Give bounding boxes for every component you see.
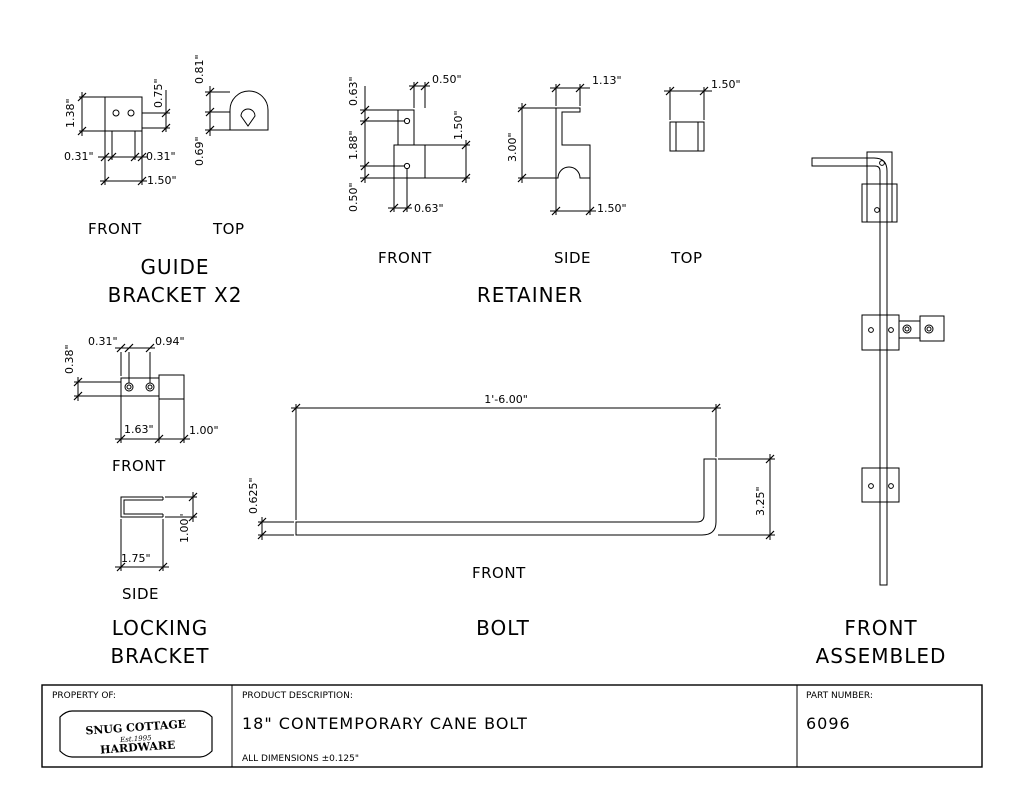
part-title: RETAINER bbox=[477, 283, 583, 307]
dim-label: 0.625" bbox=[247, 477, 260, 514]
dim-label: 1.00" bbox=[189, 424, 219, 437]
dim-label: 1.50" bbox=[147, 174, 177, 187]
dim-label: 0.94" bbox=[155, 335, 185, 348]
locking-bracket-side-view bbox=[120, 496, 163, 518]
guide-bracket-front-view bbox=[104, 96, 143, 132]
view-label: FRONT bbox=[472, 564, 526, 582]
view-label: TOP bbox=[212, 220, 245, 238]
dim-label: 1.00" bbox=[178, 513, 191, 543]
part-title: ASSEMBLED bbox=[816, 644, 947, 668]
locking-bracket-group bbox=[73, 343, 198, 572]
assembled-text: FRONT ASSEMBLED bbox=[816, 616, 947, 668]
dim-label: 0.31" bbox=[146, 150, 176, 163]
svg-text:HARDWARE: HARDWARE bbox=[100, 738, 176, 756]
company-logo-lettering: SNUG COTTAGE Est.1995 HARDWARE bbox=[85, 718, 187, 757]
dim-label: 1'-6.00" bbox=[484, 393, 528, 406]
dim-label: 3.25" bbox=[754, 486, 767, 516]
view-label: SIDE bbox=[122, 585, 159, 603]
view-label: FRONT bbox=[378, 249, 432, 267]
dim-label: 1.50" bbox=[452, 110, 465, 140]
dim-label: 3.00" bbox=[506, 132, 519, 162]
retainer-front-view bbox=[393, 109, 426, 179]
part-title: BOLT bbox=[476, 616, 530, 640]
title-block bbox=[41, 684, 983, 768]
dim-label: 0.31" bbox=[88, 335, 118, 348]
bolt-text: 1'-6.00" 3.25" 0.625" FRONT BOLT bbox=[247, 393, 767, 640]
dim-label: 0.50" bbox=[432, 73, 462, 86]
dim-label: 1.63" bbox=[124, 423, 154, 436]
dim-label: 1.13" bbox=[592, 74, 622, 87]
part-title: FRONT bbox=[844, 616, 917, 640]
dim-label: 0.31" bbox=[64, 150, 94, 163]
view-label: FRONT bbox=[112, 457, 166, 475]
retainer-text: 0.63" 0.50" 1.88" 1.50" 0.50" 0.63" 1.13… bbox=[347, 73, 741, 307]
dim-label: 1.50" bbox=[711, 78, 741, 91]
dim-label: 0.63" bbox=[414, 202, 444, 215]
guide-bracket-top-view bbox=[229, 90, 269, 131]
bolt-group bbox=[257, 403, 775, 540]
part-title: BRACKET bbox=[110, 644, 209, 668]
assembled-locking-bracket bbox=[898, 320, 921, 339]
assembled-bolt bbox=[811, 157, 888, 586]
part-number: 6096 bbox=[806, 714, 851, 733]
retainer-side-view bbox=[555, 107, 591, 179]
guide-bracket-group bbox=[77, 86, 269, 186]
dim-label: 1.88" bbox=[347, 130, 360, 160]
title-block-text: PROPERTY OF: SNUG COTTAGE Est.1995 HARDW… bbox=[52, 691, 873, 764]
description-label: PRODUCT DESCRIPTION: bbox=[242, 691, 353, 701]
view-label: SIDE bbox=[554, 249, 591, 267]
dim-label: 0.69" bbox=[193, 136, 206, 166]
locking-bracket-text: 0.31" 0.94" 0.38" 1.63" 1.00" 1.00" 1.75… bbox=[63, 335, 219, 668]
dim-label: 0.63" bbox=[347, 76, 360, 106]
dim-label: 1.50" bbox=[597, 202, 627, 215]
view-label: FRONT bbox=[88, 220, 142, 238]
tolerance-note: ALL DIMENSIONS ±0.125" bbox=[242, 754, 359, 764]
dim-label: 0.38" bbox=[63, 344, 76, 374]
part-title: GUIDE bbox=[140, 255, 209, 279]
retainer-top-view bbox=[669, 121, 705, 152]
part-number-label: PART NUMBER: bbox=[806, 691, 873, 701]
view-label: TOP bbox=[670, 249, 703, 267]
assembled-group bbox=[811, 151, 945, 586]
part-title: BRACKET X2 bbox=[108, 283, 243, 307]
retainer-group bbox=[360, 81, 712, 216]
property-label: PROPERTY OF: bbox=[52, 691, 116, 701]
product-description: 18" CONTEMPORARY CANE BOLT bbox=[242, 714, 528, 733]
bolt-front-view bbox=[295, 458, 717, 536]
dim-label: 0.75" bbox=[152, 78, 165, 108]
dim-label: 1.75" bbox=[121, 552, 151, 565]
part-title: LOCKING bbox=[112, 616, 209, 640]
company-logo bbox=[59, 710, 213, 758]
svg-text:Est.1995: Est.1995 bbox=[119, 734, 153, 744]
assembled-guide-bracket-bottom bbox=[861, 467, 900, 503]
dim-label: 1.38" bbox=[64, 98, 77, 128]
dim-label: 0.81" bbox=[193, 54, 206, 84]
guide-bracket-text: 1.38" 0.75" 0.31" 0.31" 1.50" 0.81" 0.69… bbox=[64, 54, 245, 307]
dim-label: 0.50" bbox=[347, 182, 360, 212]
